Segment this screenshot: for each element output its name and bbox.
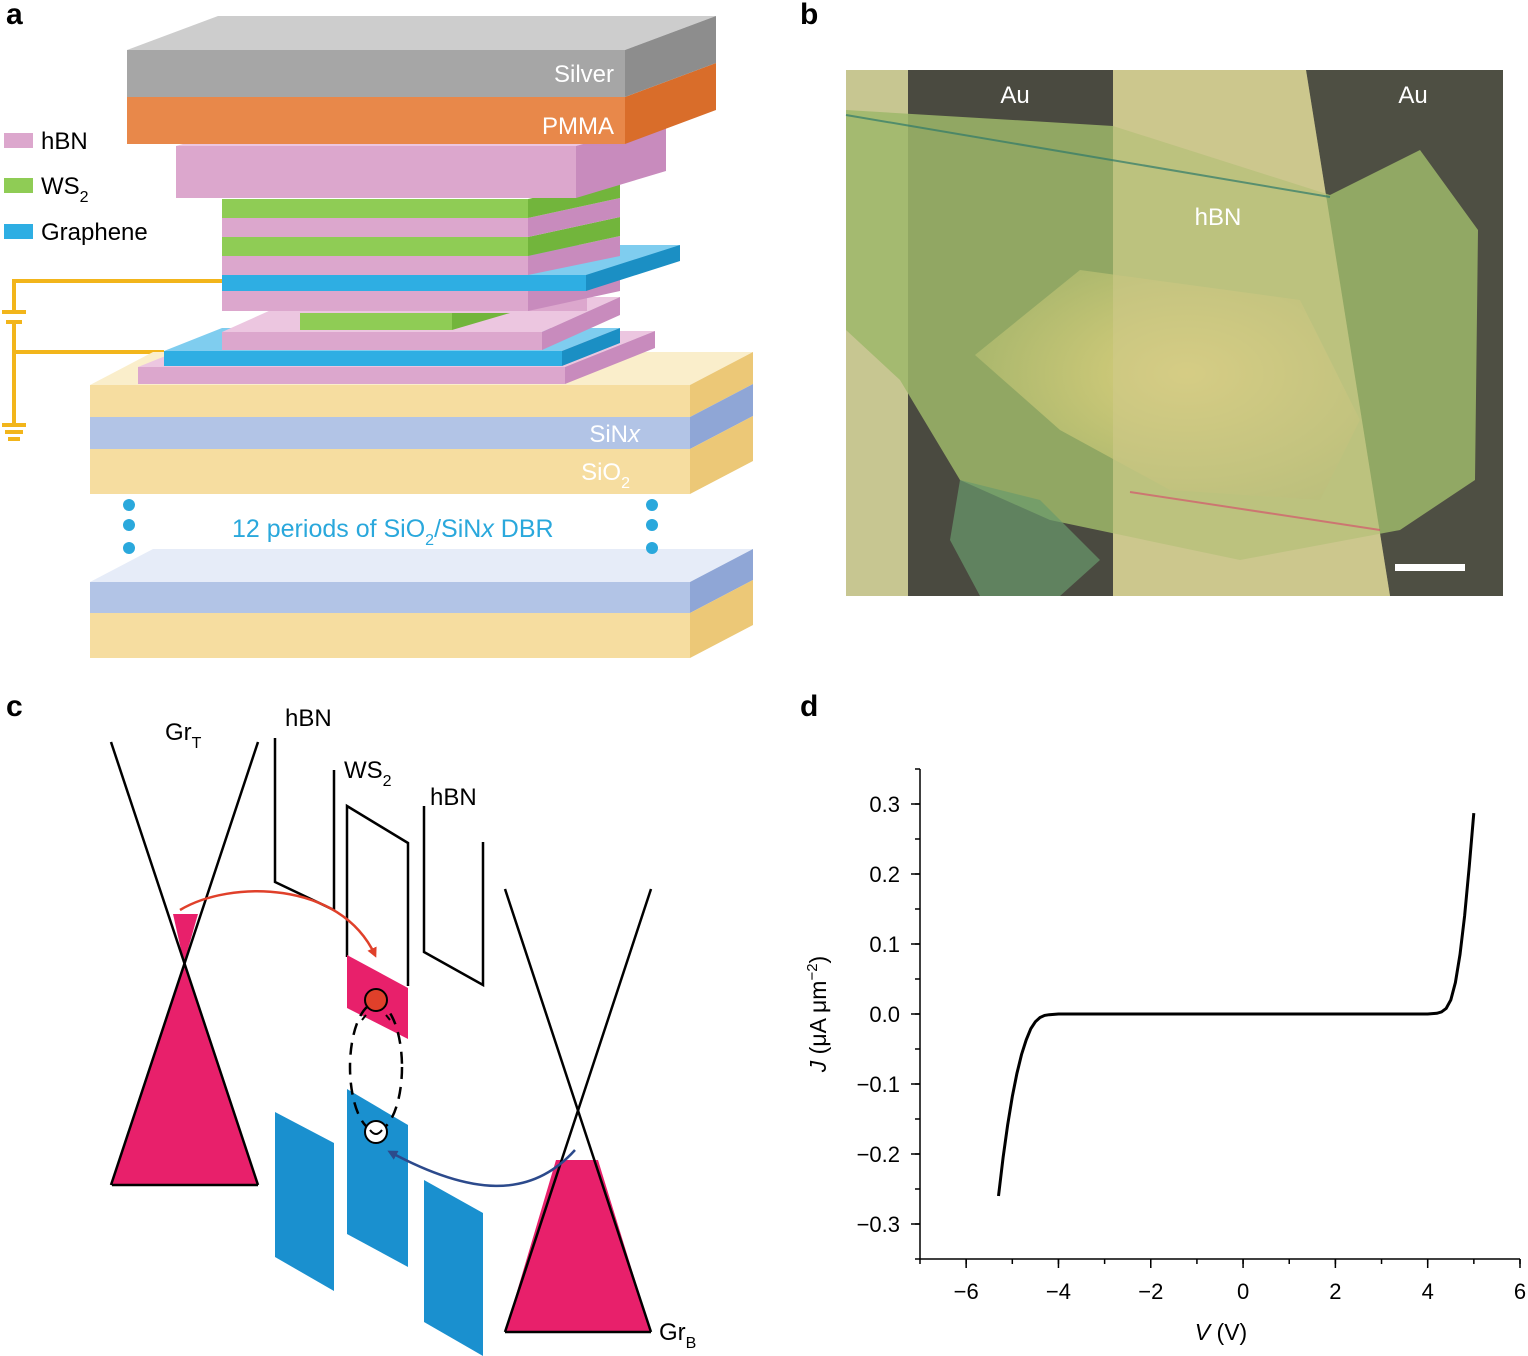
silver-label: Silver xyxy=(554,61,614,88)
panel-a: a 12 periods of SiO2/SiNx DBR xyxy=(2,0,753,658)
panel-c: c GrT GrB hBN WS2 hBN xyxy=(6,690,696,1356)
iv-curve xyxy=(997,812,1476,1197)
pmma-layer xyxy=(127,63,716,144)
legend-label-hbn: hBN xyxy=(41,128,88,155)
silver-layer xyxy=(127,16,716,97)
legend: hBN WS2 Graphene xyxy=(4,128,148,246)
period-dots xyxy=(123,499,658,554)
optical-micrograph xyxy=(845,70,1503,596)
electron-particle xyxy=(364,988,388,1012)
y-tick-label: −0.2 xyxy=(857,1142,900,1167)
x-tick-label: −6 xyxy=(954,1279,979,1304)
panel-d: d −6 −4 −2 0 2 4 6 0.3 0.2 0.1 0.0 −0.1 −0.2 −0.3 V (… xyxy=(800,690,1526,1345)
x-tick-label: 0 xyxy=(1237,1279,1249,1304)
hbn-left-label: hBN xyxy=(285,705,332,732)
electron-tunneling-arrow xyxy=(179,890,377,958)
hole-tunneling-arrow xyxy=(387,1149,576,1188)
graphene-bottom-cone xyxy=(503,888,653,1334)
panel-d-label: d xyxy=(800,690,818,723)
legend-swatch-graphene xyxy=(4,224,33,239)
legend-swatch-hbn xyxy=(4,133,33,148)
dbr-bottom-block xyxy=(90,549,753,658)
hbn-right-label: hBN xyxy=(430,784,477,811)
y-tick-label: 0.2 xyxy=(869,862,900,887)
y-tick-label: 0.0 xyxy=(869,1002,900,1027)
x-tick-label: 4 xyxy=(1422,1279,1434,1304)
scale-bar xyxy=(1395,564,1465,571)
circuit-wires xyxy=(2,279,222,441)
y-tick-label: −0.3 xyxy=(857,1212,900,1237)
ws2-label: WS2 xyxy=(344,757,392,790)
dbr-label: 12 periods of SiO2/SiNx DBR xyxy=(232,515,554,549)
x-tick-label: 6 xyxy=(1514,1279,1526,1304)
legend-label-ws2: WS2 xyxy=(41,173,89,206)
panel-c-label: c xyxy=(6,690,23,723)
sio2-layer-label: SiO2 xyxy=(581,459,630,492)
gr-top-label: GrT xyxy=(165,719,202,752)
hbn-flake-label: hBN xyxy=(1195,204,1242,231)
au-right-label: Au xyxy=(1398,82,1427,109)
iv-chart: −6 −4 −2 0 2 4 6 0.3 0.2 0.1 0.0 −0.1 −0.2 −0.3 V (V)… xyxy=(804,768,1526,1345)
x-axis-label: V (V) xyxy=(1195,1319,1247,1345)
y-tick-label: 0.1 xyxy=(869,932,900,957)
pmma-label: PMMA xyxy=(542,113,614,140)
conduction-band-edges xyxy=(273,738,485,988)
gr-bottom-label: GrB xyxy=(659,1319,696,1352)
legend-label-graphene: Graphene xyxy=(41,219,148,246)
y-axis-label: J (μA μm−2) xyxy=(804,956,831,1073)
middle-stack xyxy=(222,179,680,311)
y-tick-label: −0.1 xyxy=(857,1072,900,1097)
graphene-top-cone xyxy=(109,741,260,1187)
panel-a-label: a xyxy=(6,0,23,31)
sinx-layer-label: SiNx xyxy=(589,421,641,448)
hole-particle xyxy=(364,1120,388,1144)
y-tick-label: 0.3 xyxy=(869,792,900,817)
valence-bands xyxy=(275,1089,483,1356)
axis-ticks: −6 −4 −2 0 2 4 6 0.3 0.2 0.1 0.0 −0.1 −0.2 −0.3 xyxy=(857,768,1526,1304)
x-tick-label: −4 xyxy=(1046,1279,1071,1304)
panel-b-label: b xyxy=(800,0,818,31)
au-left-label: Au xyxy=(1000,82,1029,109)
legend-swatch-ws2 xyxy=(4,178,33,193)
x-tick-label: −2 xyxy=(1138,1279,1163,1304)
panel-b: b Au Au hBN xyxy=(800,0,1503,596)
x-tick-label: 2 xyxy=(1329,1279,1341,1304)
